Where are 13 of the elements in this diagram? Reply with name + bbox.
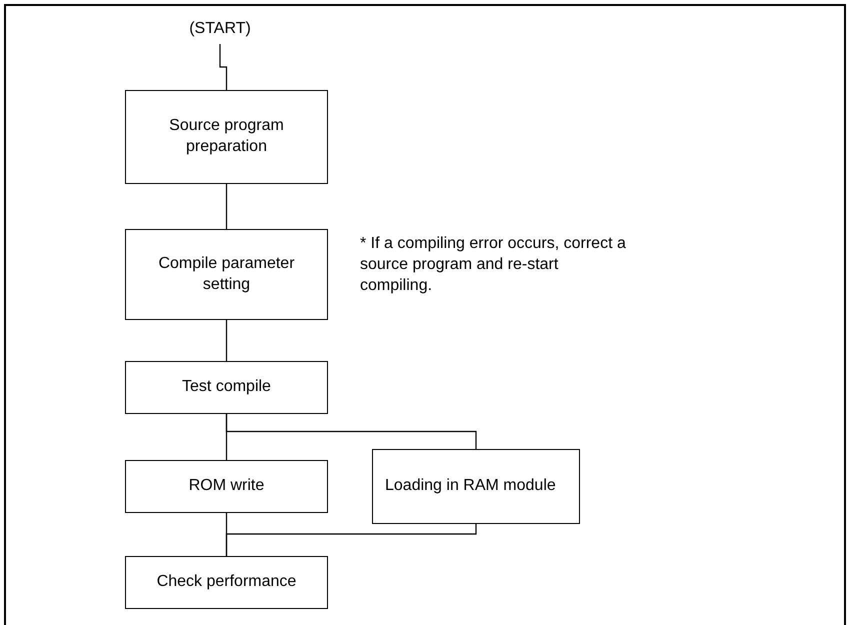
- process-box: Source program preparation: [125, 90, 328, 184]
- connector-line: [226, 184, 228, 229]
- connector-line: [226, 414, 477, 449]
- start-label: (START): [170, 14, 270, 44]
- note-text: * If a compiling error occurs, correct a source program and re-start compiling.: [360, 234, 627, 296]
- process-box: ROM write: [125, 460, 328, 513]
- process-box: Loading in RAM module: [372, 449, 580, 524]
- process-box: Check performance: [125, 556, 328, 609]
- process-box: Test compile: [125, 361, 328, 414]
- process-box: Compile parameter setting: [125, 229, 328, 320]
- connector-line: [219, 44, 228, 90]
- connector-line: [226, 524, 477, 556]
- connector-line: [226, 320, 228, 361]
